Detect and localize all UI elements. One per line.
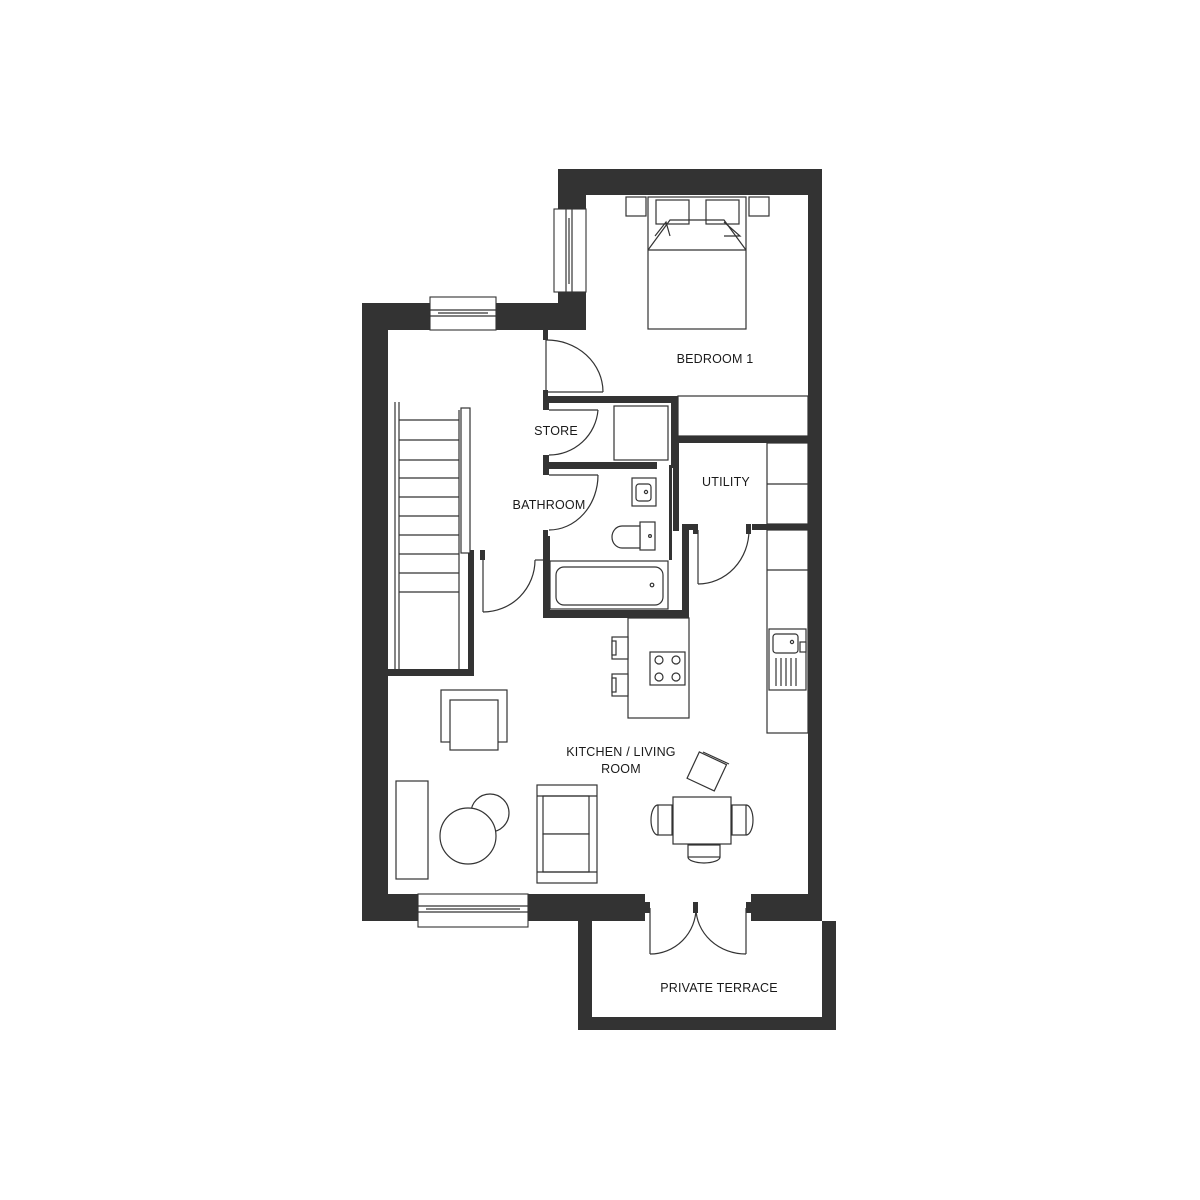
toilet [611,521,656,551]
interior-walls [388,330,808,913]
terrace-wall-bottom [578,1017,836,1030]
wall-store-left-top [543,396,549,410]
wall-stair-right [468,550,474,676]
wall-utility-bottom [752,524,808,530]
door-store [548,409,599,456]
wall-right [808,169,822,921]
wardrobe [677,395,809,437]
jamb-terrace-left [645,902,650,913]
dining-chair-right [731,804,754,836]
window-living-bottom [417,893,529,928]
room-labels: BEDROOM 1 STORE BATHROOM UTILITY KITCHEN… [513,352,778,995]
wall-store-right [671,396,678,468]
label-private-terrace: PRIVATE TERRACE [660,981,778,995]
door-bedroom [545,339,604,393]
label-kitchen-living-line1: KITCHEN / LIVING [566,745,675,759]
wall-utility-left [673,436,679,531]
wall-stair-bottom [388,669,474,676]
jamb-kitchen-door [480,550,485,560]
wall-bath-inner [669,465,672,560]
wall-hall-top-right [496,303,586,330]
terrace-wall-left [578,921,592,1030]
wall-bottom-left [362,894,418,921]
tv-unit [395,780,429,880]
label-bathroom: BATHROOM [513,498,586,512]
wall-store-top [543,396,678,403]
jamb-hall-top [543,330,548,340]
bar-stool-top [611,636,629,660]
jamb-terrace-right [746,902,751,913]
wall-store-bottom [543,462,657,469]
terrace-walls [578,921,836,1030]
door-terrace [649,907,747,955]
wall-bath-left-bottom [543,536,550,618]
wall-utility-top [675,436,808,443]
window-hall-top [429,296,497,331]
door-bathroom [548,474,599,531]
dining-chair-left [650,804,673,836]
kitchen-sink [768,628,807,691]
bedside-table-left [625,196,647,217]
door-kitchen [482,559,543,613]
door-utility [697,529,750,585]
wall-bath-right-stub [682,524,697,530]
windows [417,208,587,928]
exterior-walls [362,169,822,921]
wall-bottom-mid [528,894,645,921]
jamb-bath-door-top [543,455,548,465]
jamb-bath-door-bottom [543,530,548,540]
label-bedroom-1: BEDROOM 1 [677,352,754,366]
wall-bedroom-top [558,169,822,195]
dining-table [672,796,732,845]
jamb-terrace-mid [693,902,698,913]
kitchen-island [627,617,690,719]
basin [631,477,657,507]
wall-bottom-right [751,894,822,921]
bar-stool-bottom [611,673,629,697]
bedside-table-right [748,196,770,217]
jamb-utility-door-right [746,524,751,534]
label-kitchen-living-line2: ROOM [601,762,641,776]
bathtub [549,560,669,610]
label-utility: UTILITY [702,475,750,489]
store-cupboard [613,405,669,461]
wall-bedroom-left-top [558,169,586,209]
sofa [536,784,598,884]
terrace-wall-right [822,921,836,1030]
coffee-tables [439,793,510,865]
armchair [440,689,508,751]
wall-left [362,303,388,921]
staircase [394,402,471,669]
window-bedroom-left [553,208,587,293]
dining-chair-top [686,751,730,792]
hob [649,651,686,686]
jamb-store-door-top [543,390,548,400]
wall-bath-bottom [543,610,689,618]
label-store: STORE [534,424,578,438]
bed [647,196,747,330]
wall-bath-right [682,524,689,618]
dining-chair-bottom [687,844,721,864]
doors [482,339,750,955]
jamb-utility-door-left [693,524,698,534]
